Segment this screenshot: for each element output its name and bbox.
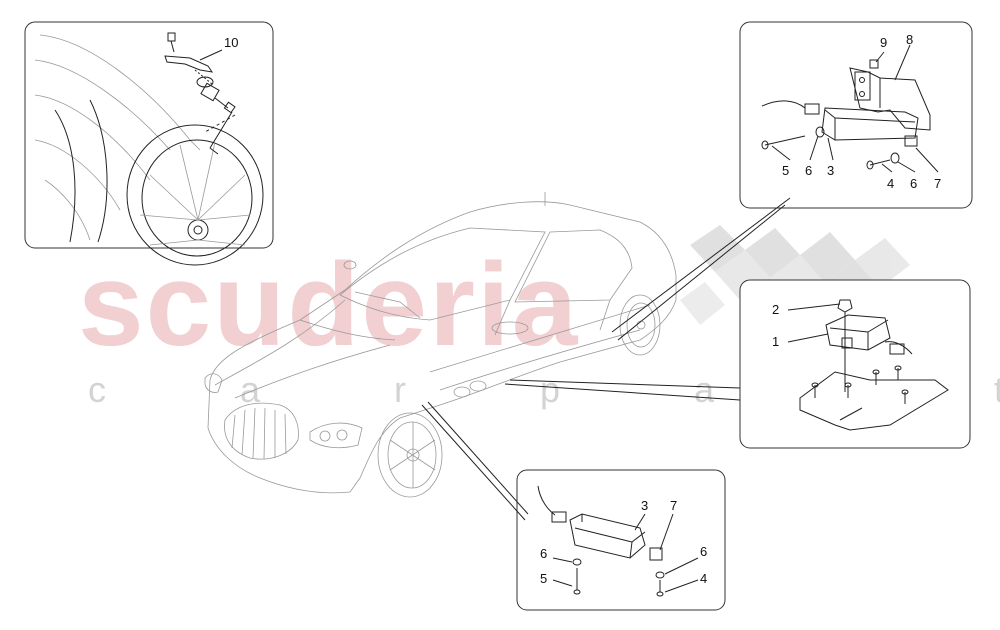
callout-6b: 6 xyxy=(910,176,917,191)
callout-4-front: 4 xyxy=(700,571,707,586)
panel-control-unit: 2 1 xyxy=(739,279,971,449)
callout-10: 10 xyxy=(224,35,238,50)
watermark-brand: scuderia xyxy=(78,239,579,371)
callout-6: 6 xyxy=(805,163,812,178)
panel-leader-lines xyxy=(209,111,791,521)
callout-1: 1 xyxy=(772,334,779,349)
callout-5-front: 5 xyxy=(540,571,547,586)
callout-7-front: 7 xyxy=(670,498,677,513)
callout-6-front-left: 6 xyxy=(540,546,547,561)
callout-2: 2 xyxy=(772,302,779,317)
callout-3: 3 xyxy=(827,163,834,178)
callout-3-front: 3 xyxy=(641,498,648,513)
tyre-pressure-sensor xyxy=(164,32,236,155)
callout-4: 4 xyxy=(887,176,894,191)
callout-8: 8 xyxy=(906,32,913,47)
callout-6-front-right: 6 xyxy=(700,544,707,559)
panel-receiver-front: 3 7 6 6 5 4 xyxy=(516,469,726,611)
callout-9: 9 xyxy=(880,35,887,50)
callout-5: 5 xyxy=(782,163,789,178)
panel-receiver-rear: 9 8 3 5 6 4 6 7 xyxy=(739,21,973,209)
panel-wheel-sensor: 10 xyxy=(24,21,274,266)
car-illustration xyxy=(204,192,677,498)
callout-7: 7 xyxy=(934,176,941,191)
